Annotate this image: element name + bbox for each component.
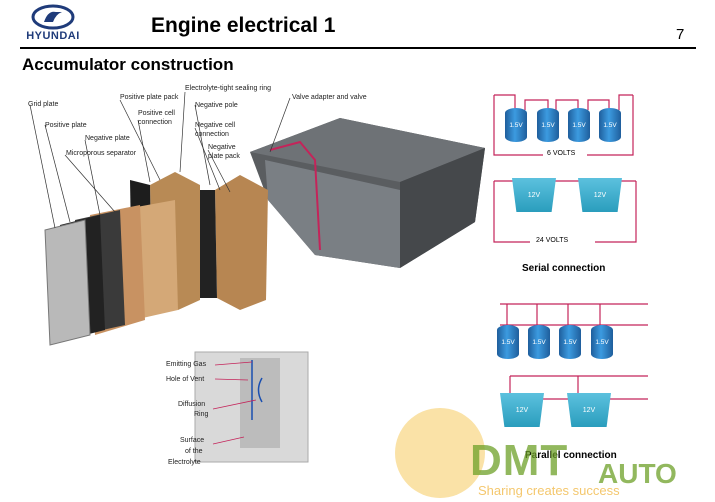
slide-title: Engine electrical 1 — [151, 14, 336, 37]
page-number: 7 — [676, 26, 685, 43]
parallel-cell-2: 1.5V — [528, 325, 550, 359]
section-title: Accumulator construction — [22, 55, 234, 74]
watermark-sun — [395, 408, 485, 498]
watermark-auto: AUTO — [598, 458, 677, 489]
label-surface-1: Surface — [180, 437, 204, 444]
watermark-tagline: Sharing creates success — [478, 483, 620, 498]
serial-battery-1: 12V — [512, 178, 556, 212]
label-positive-cell-connection-2: connection — [138, 119, 172, 126]
parallel-battery-1: 12V — [500, 393, 544, 427]
serial-24-volts: 24 VOLTS — [533, 237, 572, 244]
label-electrolyte-seal: Electrolyte-tight sealing ring — [185, 85, 271, 92]
serial-cell-4: 1.5V — [599, 108, 621, 142]
parallel-battery-2: 12V — [567, 393, 611, 427]
serial-6-volts: 6 VOLTS — [544, 150, 579, 157]
label-positive-cell-connection-1: Positive cell — [138, 110, 175, 117]
watermark-dmt: DMT — [470, 436, 569, 485]
label-diffusion-2: Ring — [194, 411, 209, 418]
label-microporous-separator: Microporous separator — [66, 150, 137, 157]
serial-cell-3: 1.5V — [568, 108, 590, 142]
parallel-cell-4: 1.5V — [591, 325, 613, 359]
label-positive-plate: Positive plate — [45, 122, 87, 129]
label-positive-plate-pack: Positive plate pack — [120, 94, 179, 101]
label-surface-2: of the — [185, 448, 203, 455]
label-valve: Valve adapter and valve — [292, 94, 367, 101]
header-divider — [20, 47, 696, 49]
serial-caption: Serial connection — [522, 263, 606, 274]
label-negative-cell-connection-1: Negative cell — [195, 122, 236, 129]
serial-battery-2: 12V — [578, 178, 622, 212]
label-negative-plate: Negative plate — [85, 135, 130, 142]
label-negative-cell-connection-2: connection — [195, 131, 229, 138]
label-grid-plate: Grid plate — [28, 101, 58, 108]
label-diffusion-1: Diffusion — [178, 401, 205, 408]
label-emitting-gas: Emitting Gas — [166, 361, 207, 368]
label-hole-of-vent: Hole of Vent — [166, 376, 204, 383]
serial-cell-2: 1.5V — [537, 108, 559, 142]
hyundai-logo — [31, 4, 75, 30]
serial-cell-1: 1.5V — [505, 108, 527, 142]
parallel-cell-3: 1.5V — [559, 325, 581, 359]
parallel-cell-1: 1.5V — [497, 325, 519, 359]
brand-name: HYUNDAI — [26, 30, 80, 42]
parallel-caption: Parallel connection — [525, 450, 617, 461]
label-negative-plate-pack-1: Negative — [208, 144, 236, 151]
label-negative-pole: Negative pole — [195, 102, 238, 109]
label-surface-3: Electrolyte — [168, 459, 201, 466]
label-negative-plate-pack-2: plate pack — [208, 153, 240, 160]
